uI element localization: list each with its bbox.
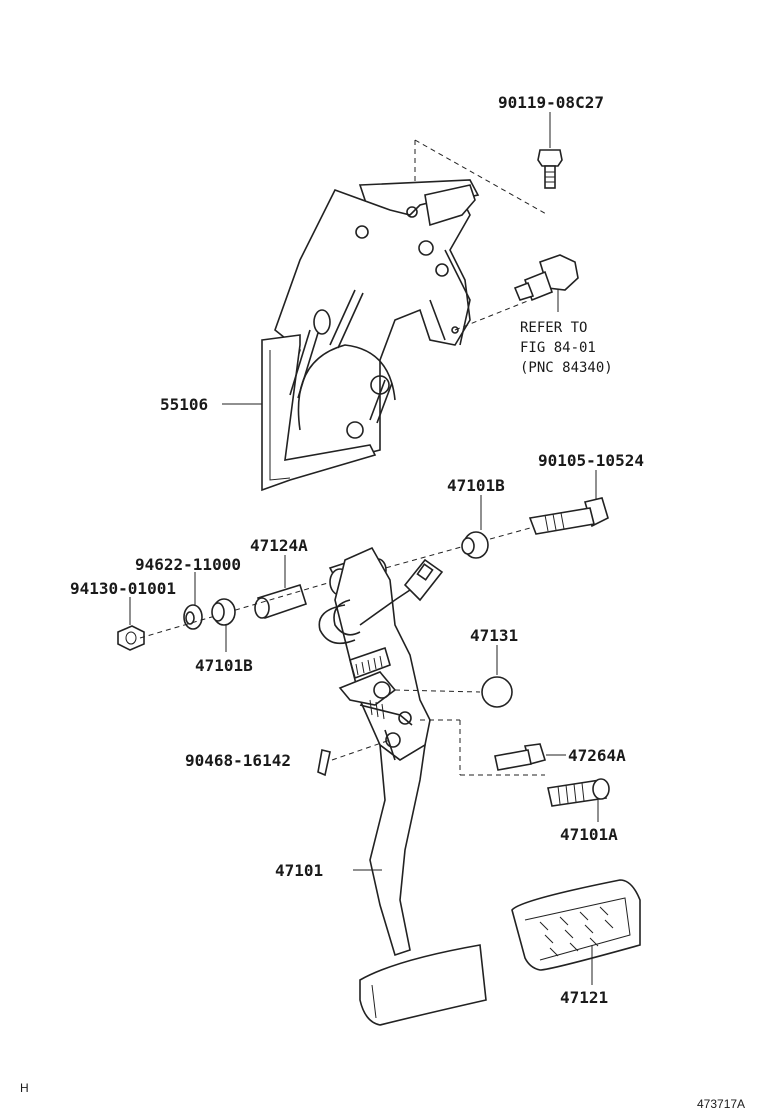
label-support-bracket: 55106 bbox=[160, 395, 208, 414]
spring bbox=[547, 778, 610, 822]
label-bolt-pivot: 90105-10524 bbox=[538, 451, 644, 470]
pedal-pad bbox=[511, 879, 641, 985]
label-note-line3: (PNC 84340) bbox=[520, 360, 613, 376]
label-note-line2: FIG 84-01 bbox=[520, 340, 596, 356]
clip bbox=[317, 749, 331, 777]
label-nut: 94130-01001 bbox=[70, 579, 176, 598]
label-pedal-pad: 47121 bbox=[560, 988, 608, 1007]
label-note-line1: REFER TO bbox=[520, 320, 587, 336]
label-stopper: 47131 bbox=[470, 626, 518, 645]
stop-light-switch bbox=[513, 254, 579, 312]
label-washer: 94622-11000 bbox=[135, 555, 241, 574]
small-bolt bbox=[420, 719, 566, 776]
figure-id: 473717A bbox=[697, 1097, 745, 1111]
label-bushing-right: 47101B bbox=[447, 476, 505, 495]
label-small-bolt: 47264A bbox=[568, 746, 626, 765]
washer bbox=[183, 572, 203, 630]
support-bracket bbox=[261, 179, 480, 492]
collar bbox=[254, 555, 307, 620]
pedal-foot bbox=[359, 944, 487, 1026]
bushing-left bbox=[211, 598, 236, 652]
nut bbox=[117, 597, 145, 651]
label-pedal-arm: 47101 bbox=[275, 861, 323, 880]
footer-left-mark: H bbox=[20, 1081, 29, 1095]
label-spring: 47101A bbox=[560, 825, 618, 844]
label-collar: 47124A bbox=[250, 536, 308, 555]
pivot-bolt bbox=[528, 470, 609, 535]
label-bushing-left: 47101B bbox=[195, 656, 253, 675]
pedal-arm bbox=[318, 546, 444, 957]
bushing-right bbox=[461, 495, 489, 559]
label-bolt-top: 90119-08C27 bbox=[498, 93, 604, 112]
label-clip: 90468-16142 bbox=[185, 751, 291, 770]
bolt-top bbox=[537, 112, 563, 189]
stopper bbox=[481, 645, 513, 708]
